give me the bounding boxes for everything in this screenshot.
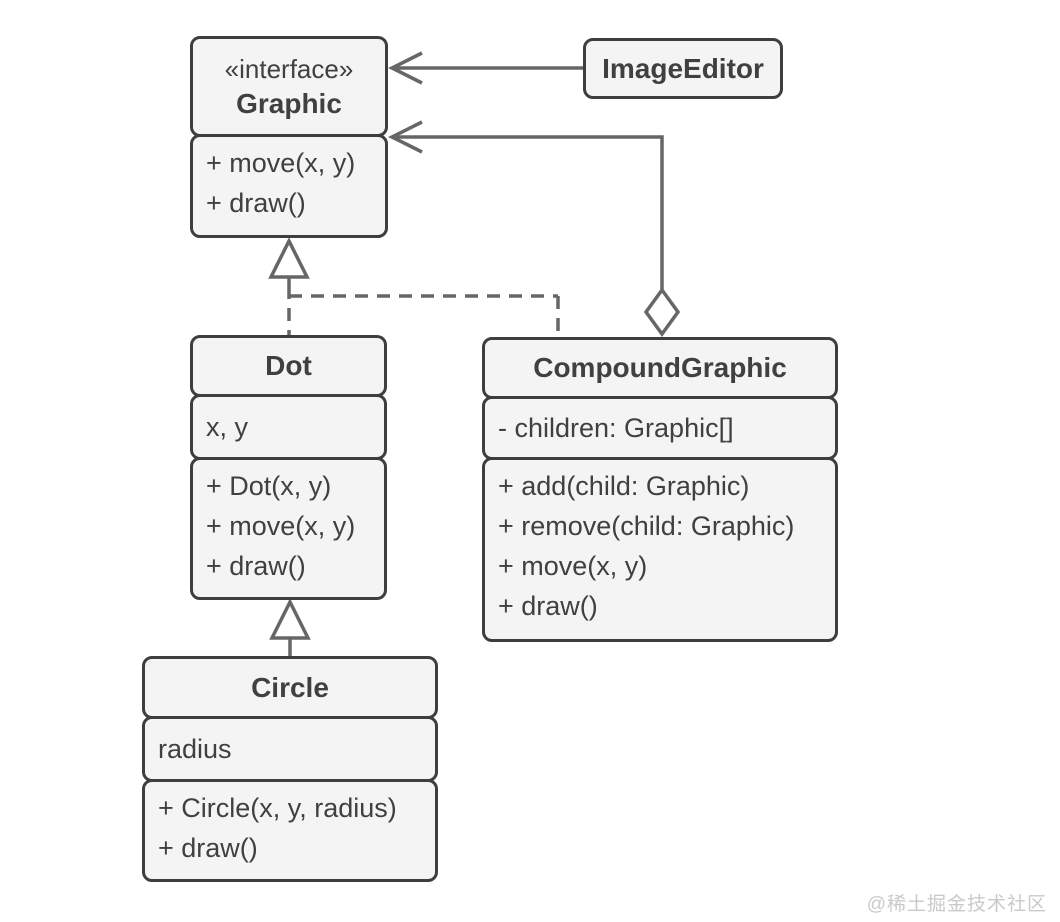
class-name: ImageEditor xyxy=(602,52,764,84)
inheritance-triangle-icon xyxy=(268,237,310,279)
association-arrowhead-icon xyxy=(388,120,423,154)
class-box-graphic: «interface» Graphic + move(x, y) + draw(… xyxy=(190,36,388,238)
class-box-compoundgraphic: CompoundGraphic - children: Graphic[] + … xyxy=(482,337,838,642)
inheritance-triangle-icon xyxy=(269,598,311,640)
methods-compartment: + Dot(x, y) + move(x, y) + draw() xyxy=(190,457,387,600)
methods-compartment: + move(x, y) + draw() xyxy=(190,134,388,238)
attributes-compartment: x, y xyxy=(190,394,387,460)
attribute-row: - children: Graphic[] xyxy=(498,413,734,443)
attributes-compartment: - children: Graphic[] xyxy=(482,396,838,460)
attributes-compartment: radius xyxy=(142,716,438,782)
class-box-circle: Circle radius + Circle(x, y, radius) + d… xyxy=(142,656,438,882)
aggregation-diamond-icon xyxy=(643,287,681,337)
method-row: + add(child: Graphic) xyxy=(498,471,750,501)
association-arrowhead-icon xyxy=(388,51,423,85)
methods-compartment: + add(child: Graphic) + remove(child: Gr… xyxy=(482,457,838,642)
watermark-text: @稀土掘金技术社区 xyxy=(866,894,1047,915)
method-row: + draw() xyxy=(206,188,306,218)
aggregation-compoundgraphic-to-graphic xyxy=(388,120,681,337)
inheritance-circle-to-dot xyxy=(269,598,311,656)
attribute-row: radius xyxy=(158,734,232,764)
method-row: + draw() xyxy=(158,833,258,863)
method-row: + Circle(x, y, radius) xyxy=(158,793,397,823)
class-header: Circle xyxy=(142,656,438,719)
methods-compartment: + Circle(x, y, radius) + draw() xyxy=(142,779,438,882)
method-row: + move(x, y) xyxy=(206,148,356,178)
class-name: Circle xyxy=(251,671,329,703)
class-header: CompoundGraphic xyxy=(482,337,838,399)
method-row: + draw() xyxy=(498,591,598,621)
realization-dot-and-compoundgraphic-to-graphic xyxy=(268,237,560,337)
class-name: CompoundGraphic xyxy=(533,352,787,383)
class-box-imageeditor: ImageEditor xyxy=(583,38,783,99)
method-row: + draw() xyxy=(206,551,306,581)
attribute-row: x, y xyxy=(206,412,249,442)
method-row: + move(x, y) xyxy=(498,551,648,581)
class-name: Dot xyxy=(265,350,312,381)
method-row: + move(x, y) xyxy=(206,511,356,541)
method-row: + Dot(x, y) xyxy=(206,471,332,501)
class-box-dot: Dot x, y + Dot(x, y) + move(x, y) + draw… xyxy=(190,335,387,600)
class-name: Graphic xyxy=(236,87,342,119)
association-imageeditor-to-graphic xyxy=(388,51,583,85)
class-header: «interface» Graphic xyxy=(190,36,388,137)
class-header: ImageEditor xyxy=(583,38,783,99)
method-row: + remove(child: Graphic) xyxy=(498,511,795,541)
class-header: Dot xyxy=(190,335,387,397)
stereotype-label: «interface» xyxy=(224,53,354,84)
